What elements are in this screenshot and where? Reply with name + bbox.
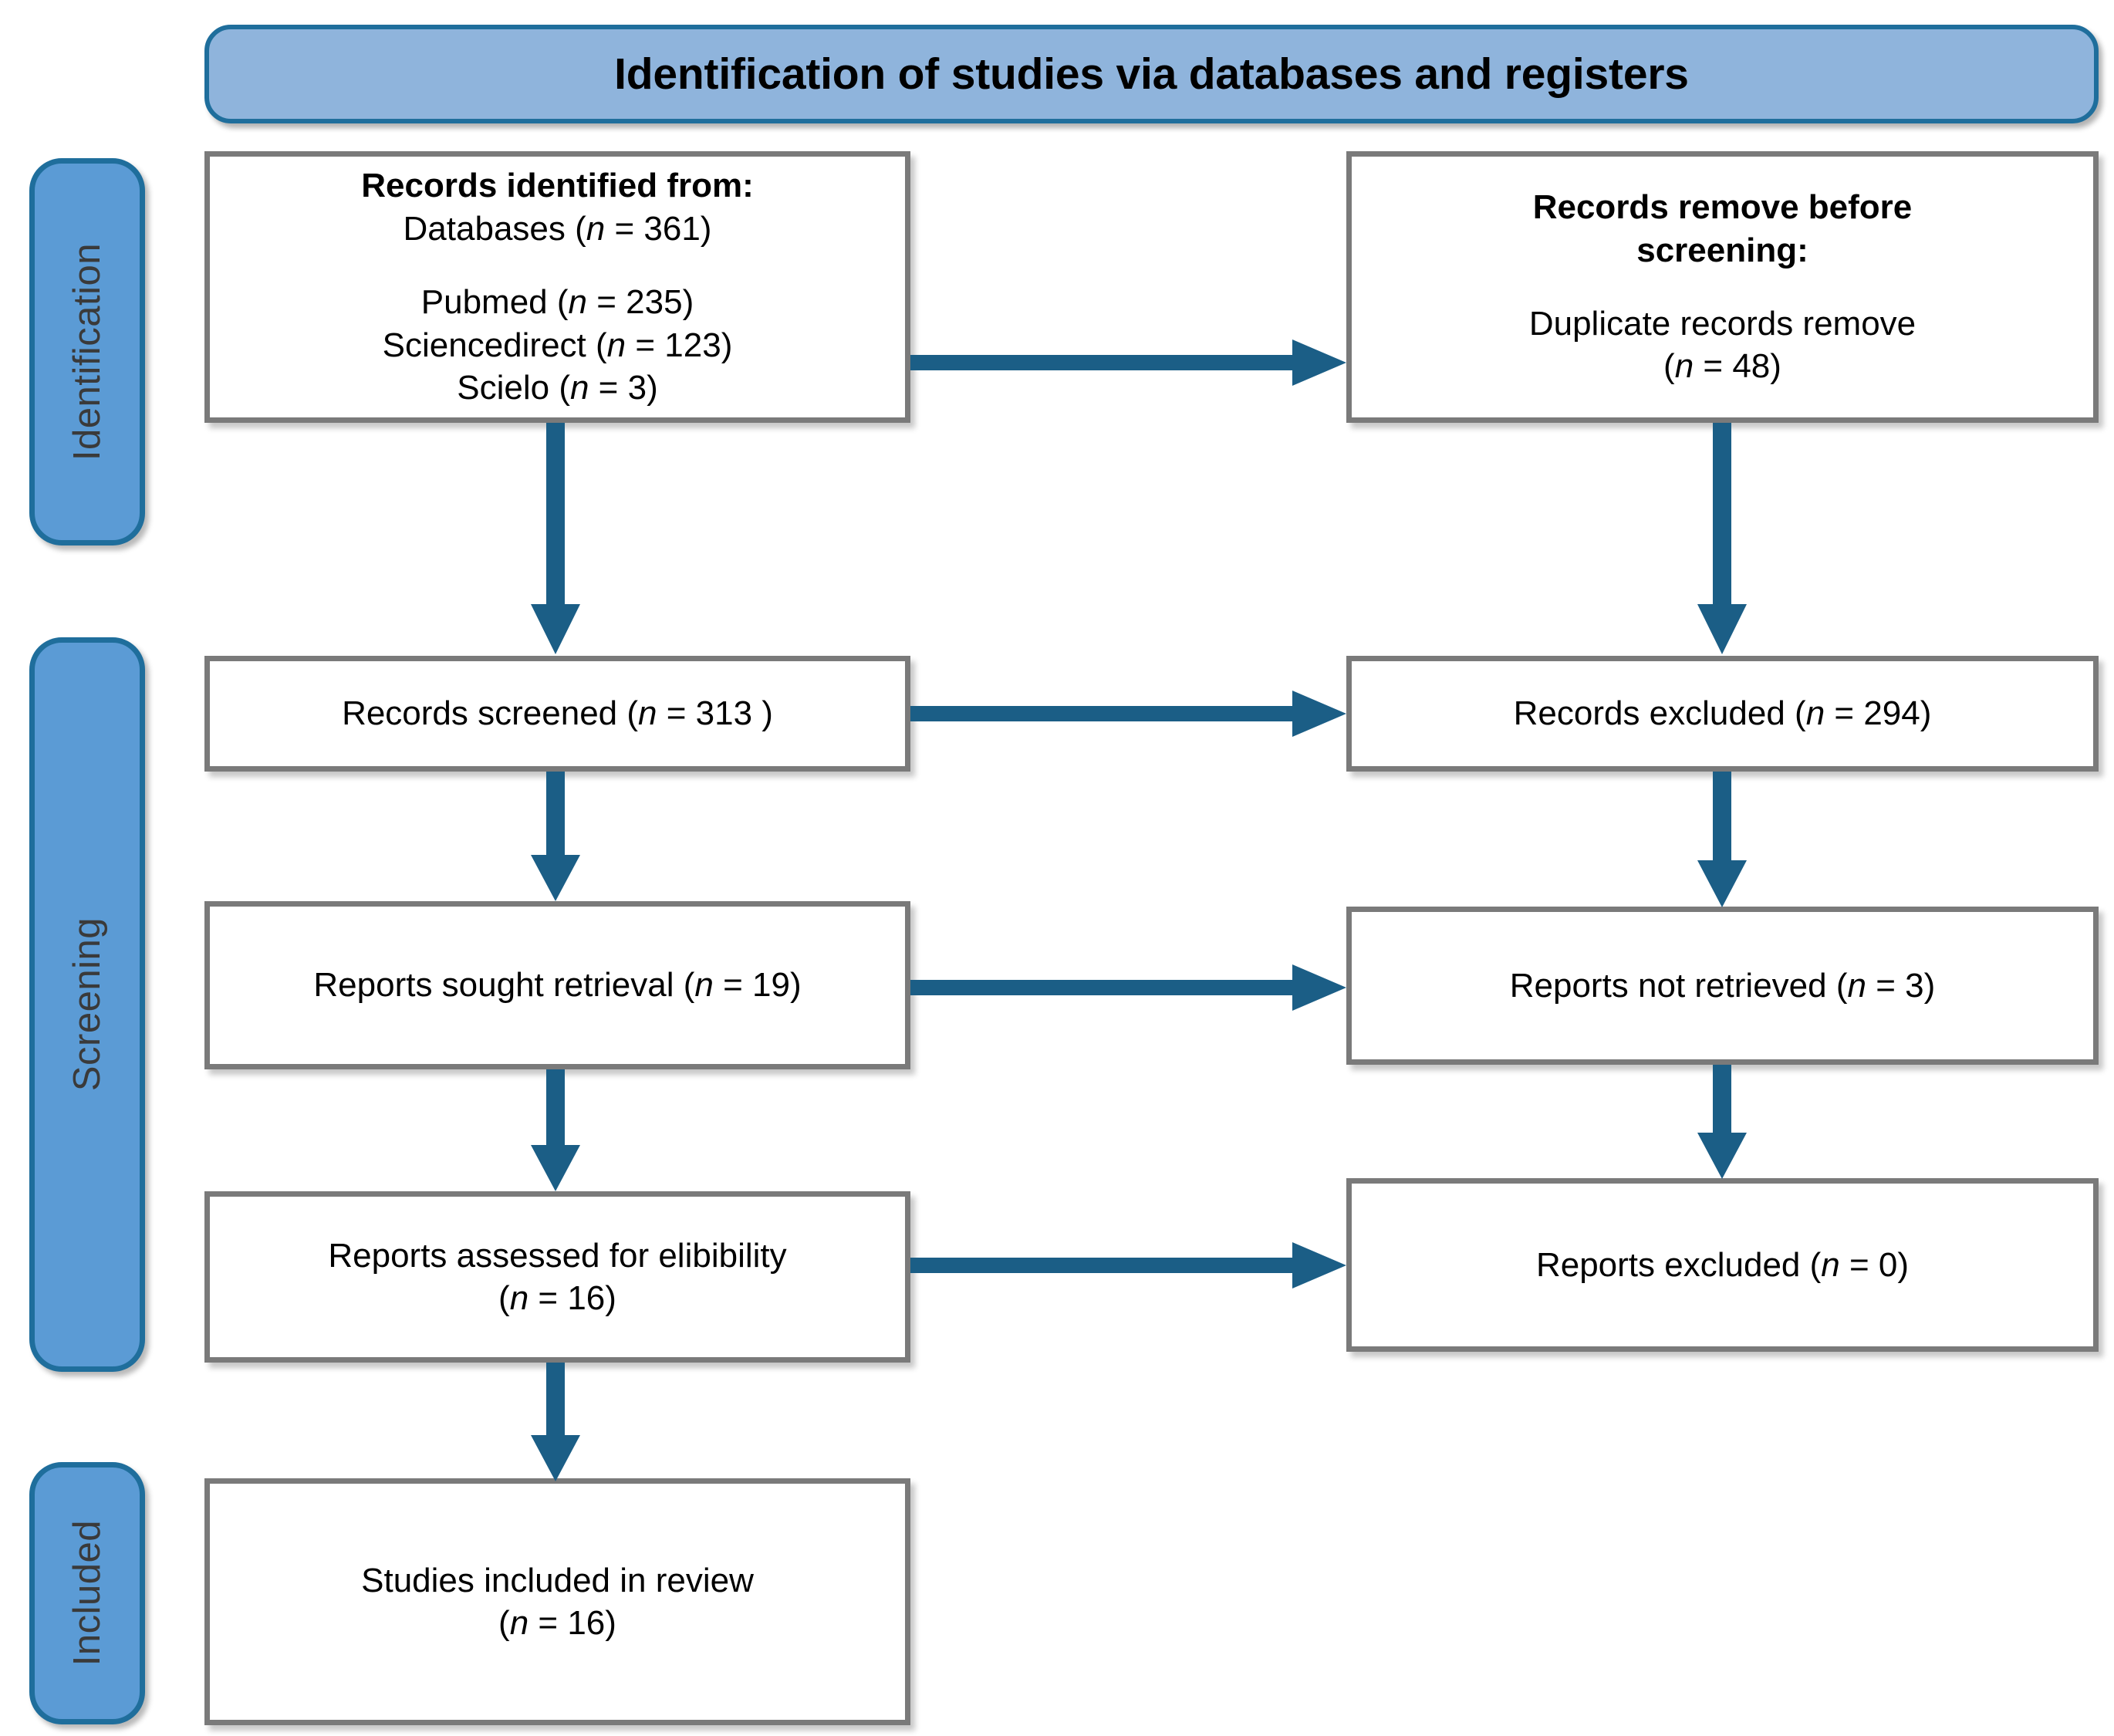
box-records-identified: Records identified from: Databases (n = … [204,151,910,423]
box-reports-assessed-eligibility: Reports assessed for elibibility (n = 16… [204,1191,910,1363]
stage-tab-screening-label: Screening [66,917,108,1092]
records-excluded-line: Records excluded (n = 294) [1513,694,1932,733]
records-identified-sciencedirect: Sciencedirect (n = 123) [382,326,733,364]
arrow-screened-to-records-excluded [910,683,1350,745]
box-reports-not-retrieved-text: Reports not retrieved (n = 3) [1496,964,1950,1007]
studies-included-line2: (n = 16) [498,1604,616,1642]
reports-not-retrieved-line: Reports not retrieved (n = 3) [1509,966,1936,1005]
records-removed-heading-line1: Records remove before [1532,188,1913,227]
stage-tab-screening: Screening [29,637,145,1372]
duplicate-records-line1: Duplicate records remove [1528,305,1916,343]
records-identified-pubmed: Pubmed (n = 235) [420,283,694,322]
arrow-screened-to-sought [525,772,586,904]
box-records-identified-text: Records identified from: Databases (n = … [347,164,768,409]
box-records-removed-before-screening: Records remove before screening: Duplica… [1346,151,2099,423]
box-studies-included-text: Studies included in review (n = 16) [347,1559,768,1645]
reports-assessed-line2: (n = 16) [498,1279,616,1317]
box-records-screened-text: Records screened (n = 313 ) [328,692,787,735]
records-identified-scielo: Scielo (n = 3) [457,369,658,407]
box-records-removed-text: Records remove before screening: Duplica… [1515,186,1930,388]
arrow-identified-to-removed [910,332,1350,393]
box-reports-not-retrieved: Reports not retrieved (n = 3) [1346,907,2099,1065]
box-reports-excluded: Reports excluded (n = 0) [1346,1178,2099,1352]
box-reports-assessed-text: Reports assessed for elibibility (n = 16… [314,1234,800,1320]
box-reports-sought-retrieval-text: Reports sought retrieval (n = 19) [299,964,815,1006]
reports-sought-line: Reports sought retrieval (n = 19) [313,966,802,1005]
records-identified-heading: Records identified from: [361,167,754,205]
box-records-excluded-text: Records excluded (n = 294) [1500,692,1946,735]
diagram-header-banner: Identification of studies via databases … [204,25,2099,123]
stage-tab-identification: Identification [29,158,145,545]
records-removed-heading-line2: screening: [1636,231,1808,269]
records-screened-line: Records screened (n = 313 ) [342,694,773,733]
records-identified-databases: Databases (n = 361) [403,209,712,248]
arrow-not-retrieved-to-reports-excluded [1691,1065,1753,1182]
spacer [361,250,754,281]
box-records-excluded: Records excluded (n = 294) [1346,656,2099,772]
arrow-records-excluded-to-not-retrieved [1691,772,1753,910]
box-records-screened: Records screened (n = 313 ) [204,656,910,772]
stage-tab-identification-label: Identification [66,242,108,461]
reports-excluded-line: Reports excluded (n = 0) [1535,1245,1910,1284]
box-reports-sought-retrieval: Reports sought retrieval (n = 19) [204,901,910,1069]
stage-tab-included-label: Included [66,1520,108,1667]
arrow-sought-to-not-retrieved [910,957,1350,1018]
duplicate-records-line2: (n = 48) [1663,347,1781,386]
arrow-assessed-to-reports-excluded [910,1234,1350,1296]
studies-included-line1: Studies included in review [361,1561,754,1599]
arrow-removed-to-records-excluded [1691,423,1753,658]
box-reports-excluded-text: Reports excluded (n = 0) [1522,1244,1923,1286]
spacer [1529,272,1916,302]
reports-assessed-line1: Reports assessed for elibibility [328,1236,787,1275]
arrow-assessed-to-included [525,1363,586,1484]
stage-tab-included: Included [29,1462,145,1724]
box-studies-included: Studies included in review (n = 16) [204,1478,910,1725]
arrow-identified-to-screened [525,423,586,658]
arrow-sought-to-assessed [525,1069,586,1194]
diagram-title: Identification of studies via databases … [614,49,1689,99]
